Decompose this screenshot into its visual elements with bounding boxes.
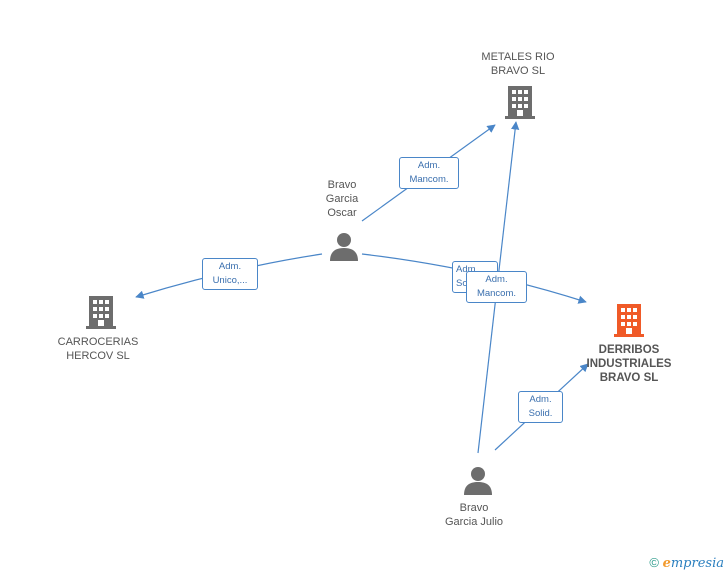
- node-label-oscar: Bravo Garcia Oscar: [282, 178, 402, 220]
- label-line: Bravo: [459, 502, 489, 514]
- brand-initial: e: [662, 556, 671, 571]
- label-line: BRAVO SL: [490, 65, 546, 77]
- edge-label-line: Adm.: [529, 394, 552, 405]
- edge-label-line: Adm.: [417, 160, 441, 171]
- edge-label-line: Mancom.: [409, 174, 449, 185]
- brand-logo[interactable]: empresia: [663, 556, 724, 571]
- edge-label-line: Adm.: [456, 264, 479, 275]
- label-line: HERCOV SL: [66, 350, 130, 362]
- node-label-derribos: DERRIBOS INDUSTRIALES BRAVO SL: [569, 343, 689, 385]
- building-icon-derribos[interactable]: [614, 304, 644, 337]
- building-icon-carrocerias[interactable]: [86, 296, 116, 329]
- label-line: Garcia: [325, 193, 359, 205]
- brand-footer: © empresia: [649, 555, 724, 571]
- edge-label-line: Adm.: [218, 261, 242, 272]
- label-line: Oscar: [327, 207, 357, 219]
- label-line: BRAVO SL: [599, 372, 659, 384]
- edge-label-julio-derribos[interactable]: Adm. Solid.: [518, 391, 563, 423]
- edge-label-line: Sol.: [456, 278, 473, 289]
- brand-rest: mpresia: [670, 556, 724, 571]
- edge-label-julio-metales[interactable]: Adm. Mancom.: [466, 271, 527, 303]
- edge-label-line: Unico,...: [212, 275, 248, 286]
- label-line: DERRIBOS: [598, 344, 660, 356]
- label-line: Garcia Julio: [444, 516, 504, 528]
- copyright-icon: ©: [649, 555, 659, 570]
- node-label-metales: METALES RIO BRAVO SL: [458, 50, 578, 78]
- edge-label-line: Solid.: [528, 408, 553, 419]
- node-label-carrocerias: CARROCERIAS HERCOV SL: [38, 335, 158, 363]
- label-line: METALES RIO: [481, 51, 555, 63]
- person-icon-julio[interactable]: [464, 467, 492, 495]
- node-label-julio: Bravo Garcia Julio: [414, 501, 534, 529]
- building-icon-metales[interactable]: [505, 86, 535, 119]
- edge-label-oscar-metales[interactable]: Adm. Mancom.: [399, 157, 459, 189]
- edge-label-line: Adm.: [485, 274, 508, 285]
- edge-label-line: Mancom.: [476, 288, 517, 299]
- label-line: CARROCERIAS: [57, 336, 139, 348]
- label-line: INDUSTRIALES: [586, 358, 672, 370]
- edge-label-oscar-carrocerias[interactable]: Adm. Unico,...: [202, 258, 258, 290]
- person-icon-oscar[interactable]: [330, 233, 358, 261]
- label-line: Bravo: [327, 179, 357, 191]
